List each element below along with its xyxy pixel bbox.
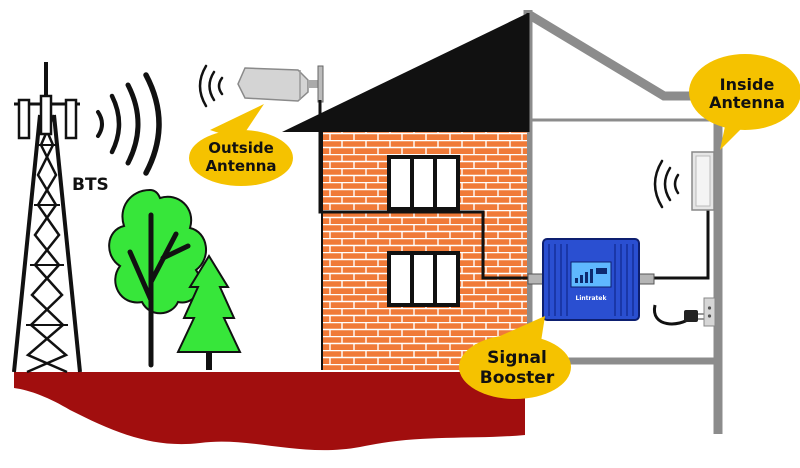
outside-antenna-waves-icon bbox=[198, 64, 224, 108]
signal-booster-icon: Lintratek bbox=[527, 238, 655, 321]
callout-inside-antenna: Inside Antenna bbox=[689, 54, 800, 150]
wall-antenna-icon bbox=[691, 151, 715, 211]
signal-waves-icon bbox=[96, 72, 162, 176]
inside-antenna-label-1: Inside bbox=[720, 75, 775, 94]
lower-window bbox=[387, 251, 460, 307]
callout-outside-antenna: Outside Antenna bbox=[189, 104, 293, 186]
panel-antenna-icon bbox=[237, 65, 324, 134]
cell-tower-icon bbox=[12, 62, 82, 374]
upper-window bbox=[387, 155, 460, 211]
power-adapter-icon bbox=[684, 310, 704, 322]
wall-socket-icon bbox=[703, 297, 716, 327]
ground bbox=[14, 372, 525, 451]
tree-left bbox=[108, 188, 208, 368]
bts-label: BTS bbox=[72, 175, 109, 195]
inside-antenna-label-2: Antenna bbox=[709, 93, 785, 112]
outside-antenna-label-2: Antenna bbox=[205, 157, 276, 175]
inside-antenna-waves-icon bbox=[653, 159, 680, 209]
callout-signal-booster: Signal Booster bbox=[459, 316, 571, 399]
signal-booster-label-2: Booster bbox=[480, 368, 555, 388]
tree-right bbox=[176, 254, 242, 370]
signal-booster-label-1: Signal bbox=[487, 348, 547, 368]
outside-antenna-label-1: Outside bbox=[208, 139, 274, 157]
booster-brand: Lintratek bbox=[576, 295, 608, 302]
roof bbox=[282, 13, 528, 132]
